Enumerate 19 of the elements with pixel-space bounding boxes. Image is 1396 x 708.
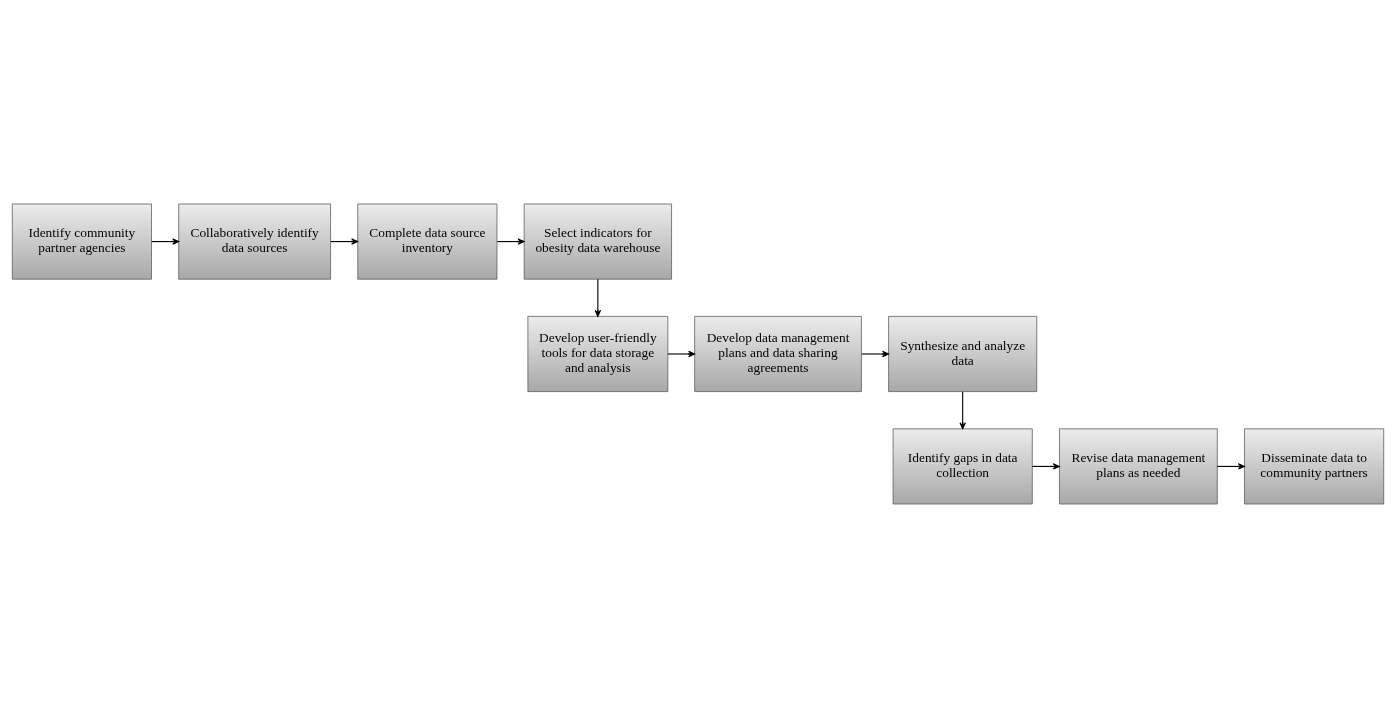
node-box: Synthesize and analyze data xyxy=(888,316,1038,392)
arrow xyxy=(330,238,359,245)
node-box: Develop data management plans and data sharing agreements xyxy=(694,316,862,392)
arrow xyxy=(667,350,696,358)
node-box: Revise data management plans as needed xyxy=(1059,428,1218,505)
arrow xyxy=(594,278,602,317)
node-box: Complete data source inventory xyxy=(357,203,498,280)
node-box: Select indicators for obesity data warehouse xyxy=(523,203,672,280)
arrow xyxy=(959,391,966,430)
node-box: Disseminate data to community partners xyxy=(1244,428,1385,505)
arrow xyxy=(496,238,525,245)
arrow xyxy=(1031,463,1060,470)
arrow xyxy=(861,350,890,358)
node-box: Develop user-friendly tools for data storage and analysis xyxy=(527,316,669,392)
node-box: Collaboratively identify data sources xyxy=(178,203,331,280)
node-box: Identify gaps in data collection xyxy=(892,428,1033,505)
arrow xyxy=(1216,463,1245,470)
arrow xyxy=(151,238,180,245)
node-box: Identify community partner agencies xyxy=(11,203,152,280)
